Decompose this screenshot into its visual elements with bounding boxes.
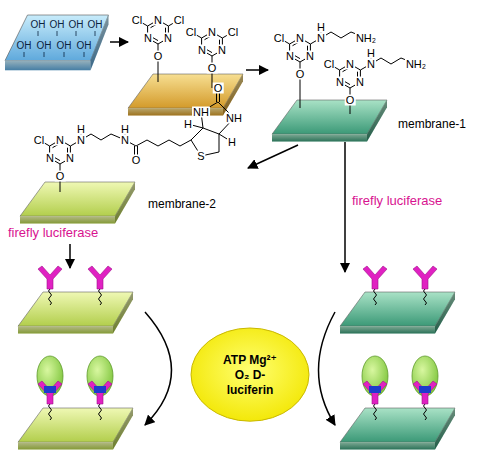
amine-membrane (272, 100, 387, 141)
atom-label: O (345, 95, 356, 106)
hydroxyl-group: OH (77, 41, 92, 51)
atom-label: S (196, 151, 205, 162)
luciferase-enzyme (413, 266, 437, 305)
active-membrane (340, 408, 455, 449)
luciferase-complex (87, 356, 113, 420)
biotin-membrane (20, 182, 135, 223)
luciferase-enzyme (363, 266, 387, 305)
atom-label: N (305, 51, 315, 62)
luciferase-complex (412, 356, 438, 420)
enzyme-membrane (18, 292, 133, 333)
active-membrane (18, 408, 133, 449)
atom-label: O (207, 63, 218, 74)
hydroxyl-group: OH (31, 20, 46, 30)
atom-label: H (76, 124, 86, 135)
atom-label: N (295, 33, 305, 44)
surface-bond (158, 56, 212, 88)
luciferase-enzyme (38, 266, 62, 305)
atom-label: Cl (323, 59, 335, 70)
atom-label: Cl (131, 15, 143, 26)
hydroxyl-group: OH (50, 20, 65, 30)
atom-label: NH (192, 107, 210, 118)
atom-label: NH (225, 113, 243, 124)
atom-label: N (355, 77, 365, 88)
atom-label: Cl (227, 27, 239, 38)
atom-label: N (217, 45, 227, 56)
atom-label: N (345, 59, 355, 70)
atom-label: N (120, 135, 130, 146)
atom-label: O (295, 69, 306, 80)
atom-label: N (285, 51, 295, 62)
atom-label: H (366, 48, 376, 59)
atom-label: N (55, 135, 65, 146)
atom-label: H (227, 137, 237, 148)
enzyme-membrane (340, 292, 455, 333)
glass-membrane (5, 15, 109, 70)
atom-label: N (143, 33, 153, 44)
atom-label: O (153, 51, 164, 62)
atom-label: NH₂ (355, 33, 377, 44)
atom-label: Cl (173, 15, 185, 26)
atom-label: N (65, 153, 75, 164)
atom-label: N (153, 15, 163, 26)
amine-linker (300, 27, 416, 114)
reaction-arrow (70, 42, 345, 425)
luciferase-complex (37, 356, 63, 420)
atom-label: Cl (273, 33, 285, 44)
atom-label: N (366, 59, 376, 70)
atom-label: O (131, 155, 142, 166)
membrane-name: membrane-1 (398, 118, 466, 130)
atom-label: H (120, 124, 130, 135)
atom-label: N (76, 135, 86, 146)
atom-label: N (163, 33, 173, 44)
hydroxyl-group: OH (37, 41, 52, 51)
hydroxyl-bond (24, 31, 95, 57)
atom-label: N (197, 45, 207, 56)
reagent-text: ATP Mg²⁺ O₂ D-luciferin (223, 352, 277, 396)
hydroxyl-group: OH (57, 41, 72, 51)
atom-label: NH₂ (405, 59, 427, 70)
luciferase-enzyme (88, 266, 112, 305)
enzyme-name: firefly luciferase (352, 194, 442, 207)
atom-label: Cl (185, 27, 197, 38)
atom-label: N (316, 33, 326, 44)
luciferase-complex (362, 356, 388, 420)
hydroxyl-group: OH (69, 20, 84, 30)
atom-label: N (335, 77, 345, 88)
atom-label: H (316, 22, 326, 33)
atom-label: N (45, 153, 55, 164)
atom-label: O (213, 83, 224, 94)
atom-label: O (55, 171, 66, 182)
atom-label: Cl (33, 135, 45, 146)
hydroxyl-group: OH (88, 20, 103, 30)
atom-label: H (183, 119, 193, 130)
hydroxyl-group: OH (17, 41, 32, 51)
reagent-ellipse: ATP Mg²⁺ O₂ D-luciferin (190, 327, 310, 422)
biotin-linker (60, 88, 234, 192)
membrane-name: membrane-2 (148, 198, 216, 210)
enzyme-name: firefly luciferase (8, 226, 98, 239)
atom-label: N (207, 27, 217, 38)
